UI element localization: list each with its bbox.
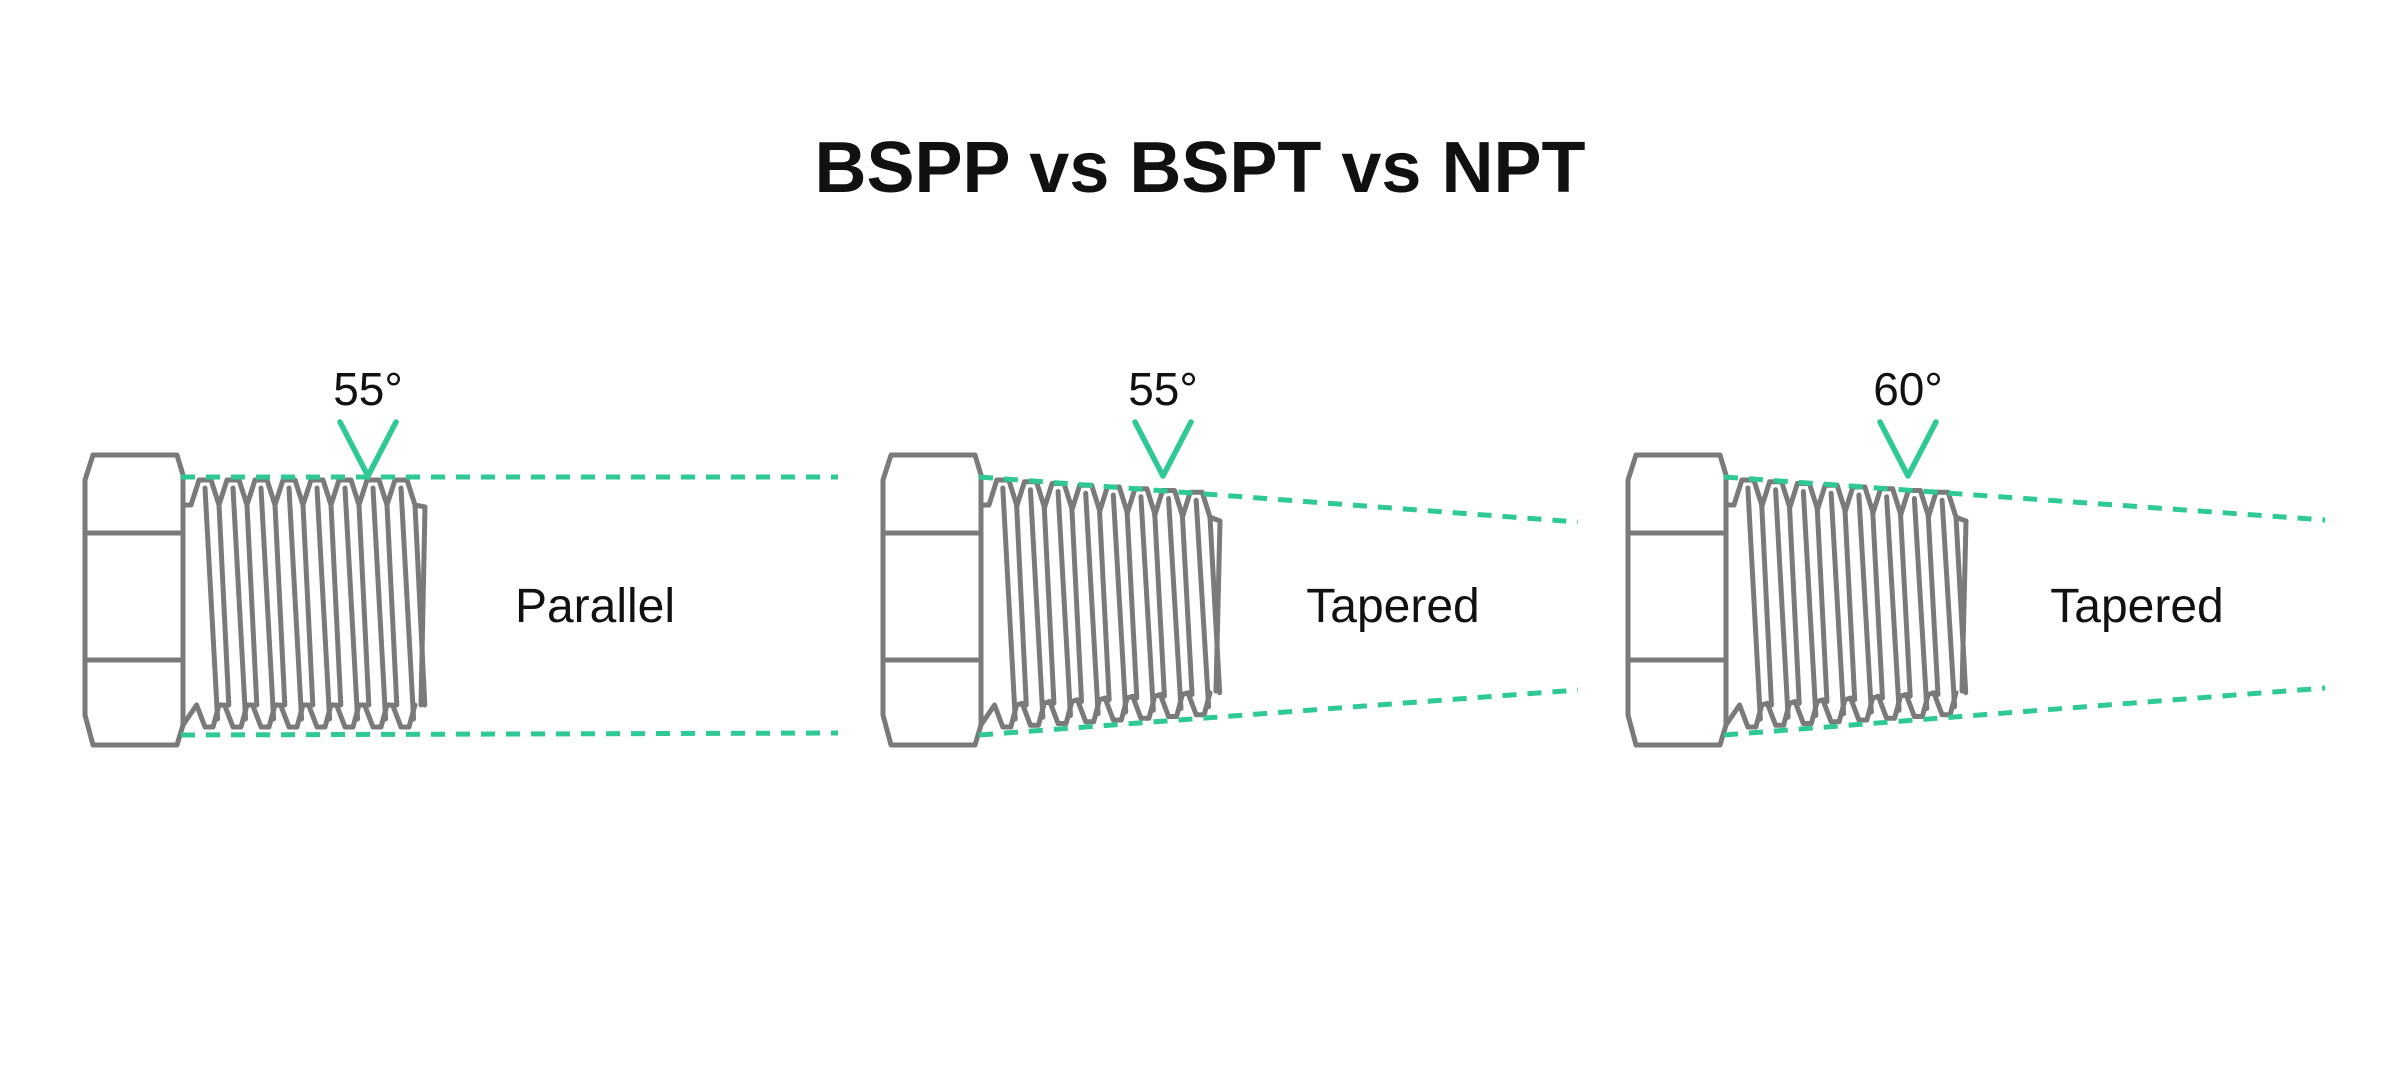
- thread-line: [314, 485, 333, 722]
- thread-line: [1083, 490, 1101, 717]
- thread-line: [230, 485, 249, 722]
- thread-profile-top: [180, 477, 428, 708]
- thread-line: [1870, 509, 1885, 701]
- thread-line: [1138, 494, 1156, 713]
- thread-line: [1856, 492, 1874, 715]
- thread-line: [1745, 485, 1763, 722]
- thread-line: [1787, 504, 1802, 706]
- thread-line: [300, 502, 316, 708]
- guide-line-bottom: [1723, 685, 2326, 738]
- thread-line: [1055, 489, 1073, 718]
- thread-line: [1884, 494, 1902, 713]
- thread-type-label: Parallel: [515, 580, 675, 633]
- thread-line: [1041, 504, 1057, 706]
- diagram-title: BSPP vs BSPT vs NPT: [814, 128, 1586, 208]
- thread-line: [384, 502, 400, 708]
- hex-head: [880, 452, 984, 748]
- thread-line: [1828, 490, 1847, 717]
- thread-line: [1193, 497, 1212, 710]
- hex-head: [82, 452, 186, 748]
- thread-angle-marker: [1132, 419, 1194, 479]
- guide-line-top: [978, 474, 1579, 525]
- thread-line: [328, 502, 344, 708]
- thread-line: [1207, 514, 1223, 696]
- thread-line: [272, 502, 288, 708]
- thread-line: [1759, 502, 1774, 708]
- hex-head: [1625, 452, 1729, 748]
- thread-line: [216, 502, 232, 708]
- thread-line: [1814, 506, 1830, 704]
- thread-line: [1939, 497, 1958, 710]
- thread-angle-marker: [337, 419, 399, 479]
- thread-line: [370, 485, 389, 722]
- thread-line: [1842, 507, 1858, 703]
- thread-line: [202, 485, 221, 722]
- thread-angle-label: 55°: [333, 363, 403, 415]
- thread-line: [1898, 511, 1913, 699]
- thread-bspt: 55° Tapered: [880, 363, 1579, 748]
- thread-line: [1027, 487, 1046, 720]
- thread-line: [286, 485, 305, 722]
- thread-line: [1069, 506, 1085, 704]
- thread-line: [1124, 509, 1140, 701]
- thread-line: [356, 502, 372, 708]
- thread-line: [412, 502, 428, 708]
- thread-angle-marker: [1877, 419, 1939, 479]
- thread-line: [1000, 485, 1018, 722]
- thread-bspp: 55° Parallel: [82, 363, 839, 748]
- thread-line: [1179, 513, 1195, 697]
- guide-line-top: [1723, 474, 2326, 523]
- thread-type-label: Tapered: [2050, 580, 2223, 633]
- thread-line: [1110, 492, 1129, 715]
- thread-line: [398, 485, 417, 722]
- thread-line: [1014, 502, 1029, 708]
- guide-line-bottom: [180, 730, 839, 738]
- thread-line: [1152, 511, 1167, 699]
- thread-angle-label: 60°: [1873, 363, 1943, 415]
- thread-line: [1800, 489, 1819, 718]
- thread-line: [1953, 514, 1969, 696]
- thread-line: [342, 485, 361, 722]
- guide-line-bottom: [978, 687, 1579, 738]
- thread-type-label: Tapered: [1306, 580, 1479, 633]
- thread-line: [258, 485, 277, 722]
- thread-line: [244, 502, 260, 708]
- thread-angle-label: 55°: [1128, 363, 1198, 415]
- thread-line: [1166, 496, 1184, 711]
- thread-line: [1925, 513, 1941, 697]
- thread-npt: 60° Tapered: [1625, 363, 2326, 748]
- thread-line: [1773, 487, 1791, 720]
- thread-line: [1097, 507, 1112, 703]
- thread-line: [1911, 496, 1930, 711]
